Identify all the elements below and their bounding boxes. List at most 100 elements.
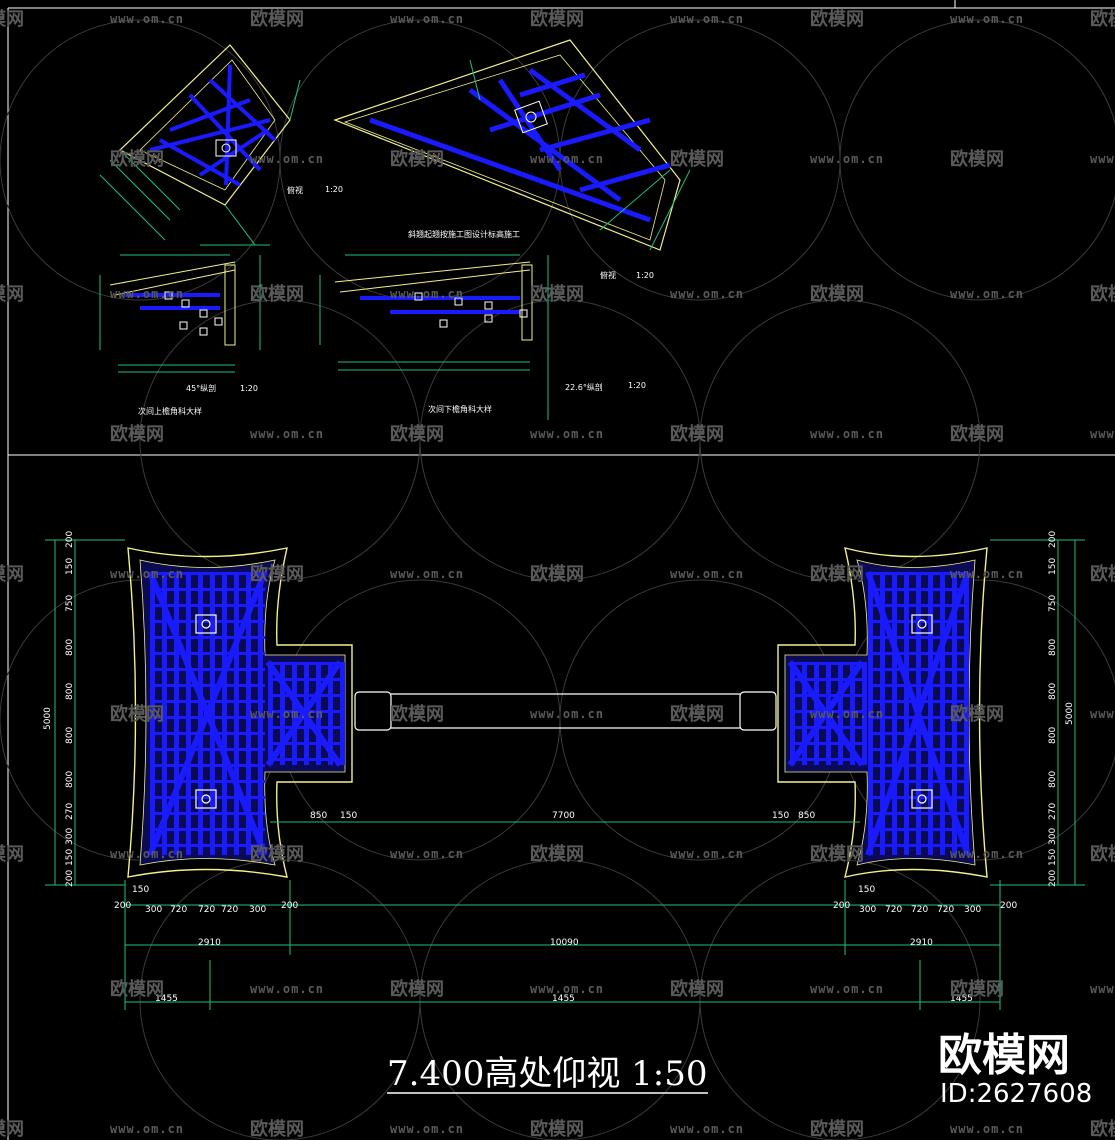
purlin <box>150 572 265 575</box>
watermark-url: www.om.cn <box>670 1122 744 1136</box>
watermark-brand: 欧模网 <box>1090 563 1115 585</box>
svg-text:720: 720 <box>911 905 928 915</box>
svg-text:720: 720 <box>221 905 238 915</box>
svg-text:200: 200 <box>833 901 850 911</box>
watermark-url: www.om.cn <box>250 707 324 721</box>
rafter <box>862 662 867 765</box>
watermark-brand: 欧模网 <box>1090 8 1115 30</box>
corner-rafter <box>147 570 211 715</box>
rafter <box>964 572 969 855</box>
purlin <box>150 748 265 751</box>
rafter <box>904 572 909 855</box>
rafter <box>790 662 795 765</box>
svg-text:800: 800 <box>1048 639 1058 656</box>
brand-badge: 欧模网 ID:2627608 <box>938 1030 1092 1109</box>
svg-text:300: 300 <box>145 905 162 915</box>
section-45-label: 45°纵剖 <box>186 383 216 393</box>
watermark-brand: 欧模网 <box>810 563 864 585</box>
svg-text:300: 300 <box>65 828 75 845</box>
purlin <box>868 780 968 783</box>
watermark-url: www.om.cn <box>950 12 1024 26</box>
svg-text:150: 150 <box>65 558 75 575</box>
rafter <box>340 662 345 765</box>
svg-text:300: 300 <box>964 905 981 915</box>
purlin <box>868 700 968 703</box>
left-pavilion-outline <box>127 547 353 878</box>
watermark-brand: 欧模网 <box>390 423 444 445</box>
corner-rafter <box>204 712 268 857</box>
corner-rafter <box>204 570 268 715</box>
watermark-brand: 欧模网 <box>530 1118 584 1140</box>
svg-text:720: 720 <box>170 905 187 915</box>
purlin <box>868 652 968 655</box>
svg-text:150: 150 <box>858 885 875 895</box>
purlin <box>868 828 968 831</box>
purlin <box>268 742 340 745</box>
purlin <box>150 796 265 799</box>
purlin <box>150 588 265 591</box>
svg-text:150: 150 <box>772 811 789 821</box>
watermark-url: www.om.cn <box>950 847 1024 861</box>
dimension-lines <box>45 539 1085 1010</box>
right-width: 2910 <box>910 938 933 948</box>
svg-text:850: 850 <box>310 811 327 821</box>
purlin <box>790 758 862 761</box>
watermark-url: www.om.cn <box>950 287 1024 301</box>
rafter <box>210 572 215 855</box>
purlin <box>790 694 862 697</box>
watermark-brand: 欧模网 <box>530 843 584 865</box>
svg-text:270: 270 <box>1048 803 1058 820</box>
rafter <box>246 572 251 855</box>
purlin <box>268 694 340 697</box>
overall-width: 10090 <box>550 938 579 948</box>
section-45-scale: 1:20 <box>240 384 258 393</box>
section-22-detail: 斜翘起翘按施工图设计标高施工 22.6°纵剖 1:20 次间下檐角科大样 <box>319 229 646 420</box>
watermark-brand: 欧模网 <box>0 563 24 585</box>
svg-text:300: 300 <box>249 905 266 915</box>
watermark-url: www.om.cn <box>110 1122 184 1136</box>
watermark-brand: 欧模网 <box>0 8 24 30</box>
corner-detail-side-view: 俯视 1:20 <box>333 39 691 280</box>
purlin <box>868 588 968 591</box>
svg-text:300: 300 <box>859 905 876 915</box>
rafter <box>838 662 843 765</box>
corner-rafter <box>865 571 921 715</box>
rafter <box>292 662 297 765</box>
watermark-brand: 欧模网 <box>530 8 584 30</box>
rafter <box>198 572 203 855</box>
watermark-brand: 欧模网 <box>670 703 724 725</box>
svg-text:800: 800 <box>65 727 75 744</box>
svg-text:300: 300 <box>1048 828 1058 845</box>
watermark-brand: 欧模网 <box>110 423 164 445</box>
brand-logo-text: 欧模网 <box>938 1030 1070 1081</box>
corner-rafter <box>823 711 865 767</box>
watermark-brand: 欧模网 <box>950 423 1004 445</box>
watermark-brand: 欧模网 <box>530 563 584 585</box>
horizontal-dims: 150 150 200 300 720 720 720 300 200 200 … <box>114 811 1017 1004</box>
rafter <box>316 662 321 765</box>
svg-text:150: 150 <box>65 849 75 866</box>
watermark-url: www.om.cn <box>670 567 744 581</box>
section-22-scale: 1:20 <box>628 381 646 390</box>
watermark-url: www.om.cn <box>390 847 464 861</box>
purlin <box>150 636 265 639</box>
purlin <box>868 668 968 671</box>
purlin <box>150 668 265 671</box>
watermark-url: www.om.cn <box>110 567 184 581</box>
top-view-scale: 1:20 <box>325 185 343 194</box>
left-rafter-framing <box>147 570 345 857</box>
svg-text:750: 750 <box>65 595 75 612</box>
corner-rafter <box>915 712 971 856</box>
watermark-url: www.om.cn <box>530 152 604 166</box>
svg-text:1455: 1455 <box>950 994 973 1004</box>
watermark-url: www.om.cn <box>390 287 464 301</box>
purlin <box>150 604 265 607</box>
watermark-brand: 欧模网 <box>250 1118 304 1140</box>
corner-rafter <box>265 660 307 716</box>
watermark-url: www.om.cn <box>530 707 604 721</box>
section-22-label: 22.6°纵剖 <box>565 382 603 392</box>
svg-text:150: 150 <box>340 811 357 821</box>
watermark-brand: 欧模网 <box>530 283 584 305</box>
watermark-url: www.om.cn <box>1090 707 1115 721</box>
rafter <box>328 662 333 765</box>
